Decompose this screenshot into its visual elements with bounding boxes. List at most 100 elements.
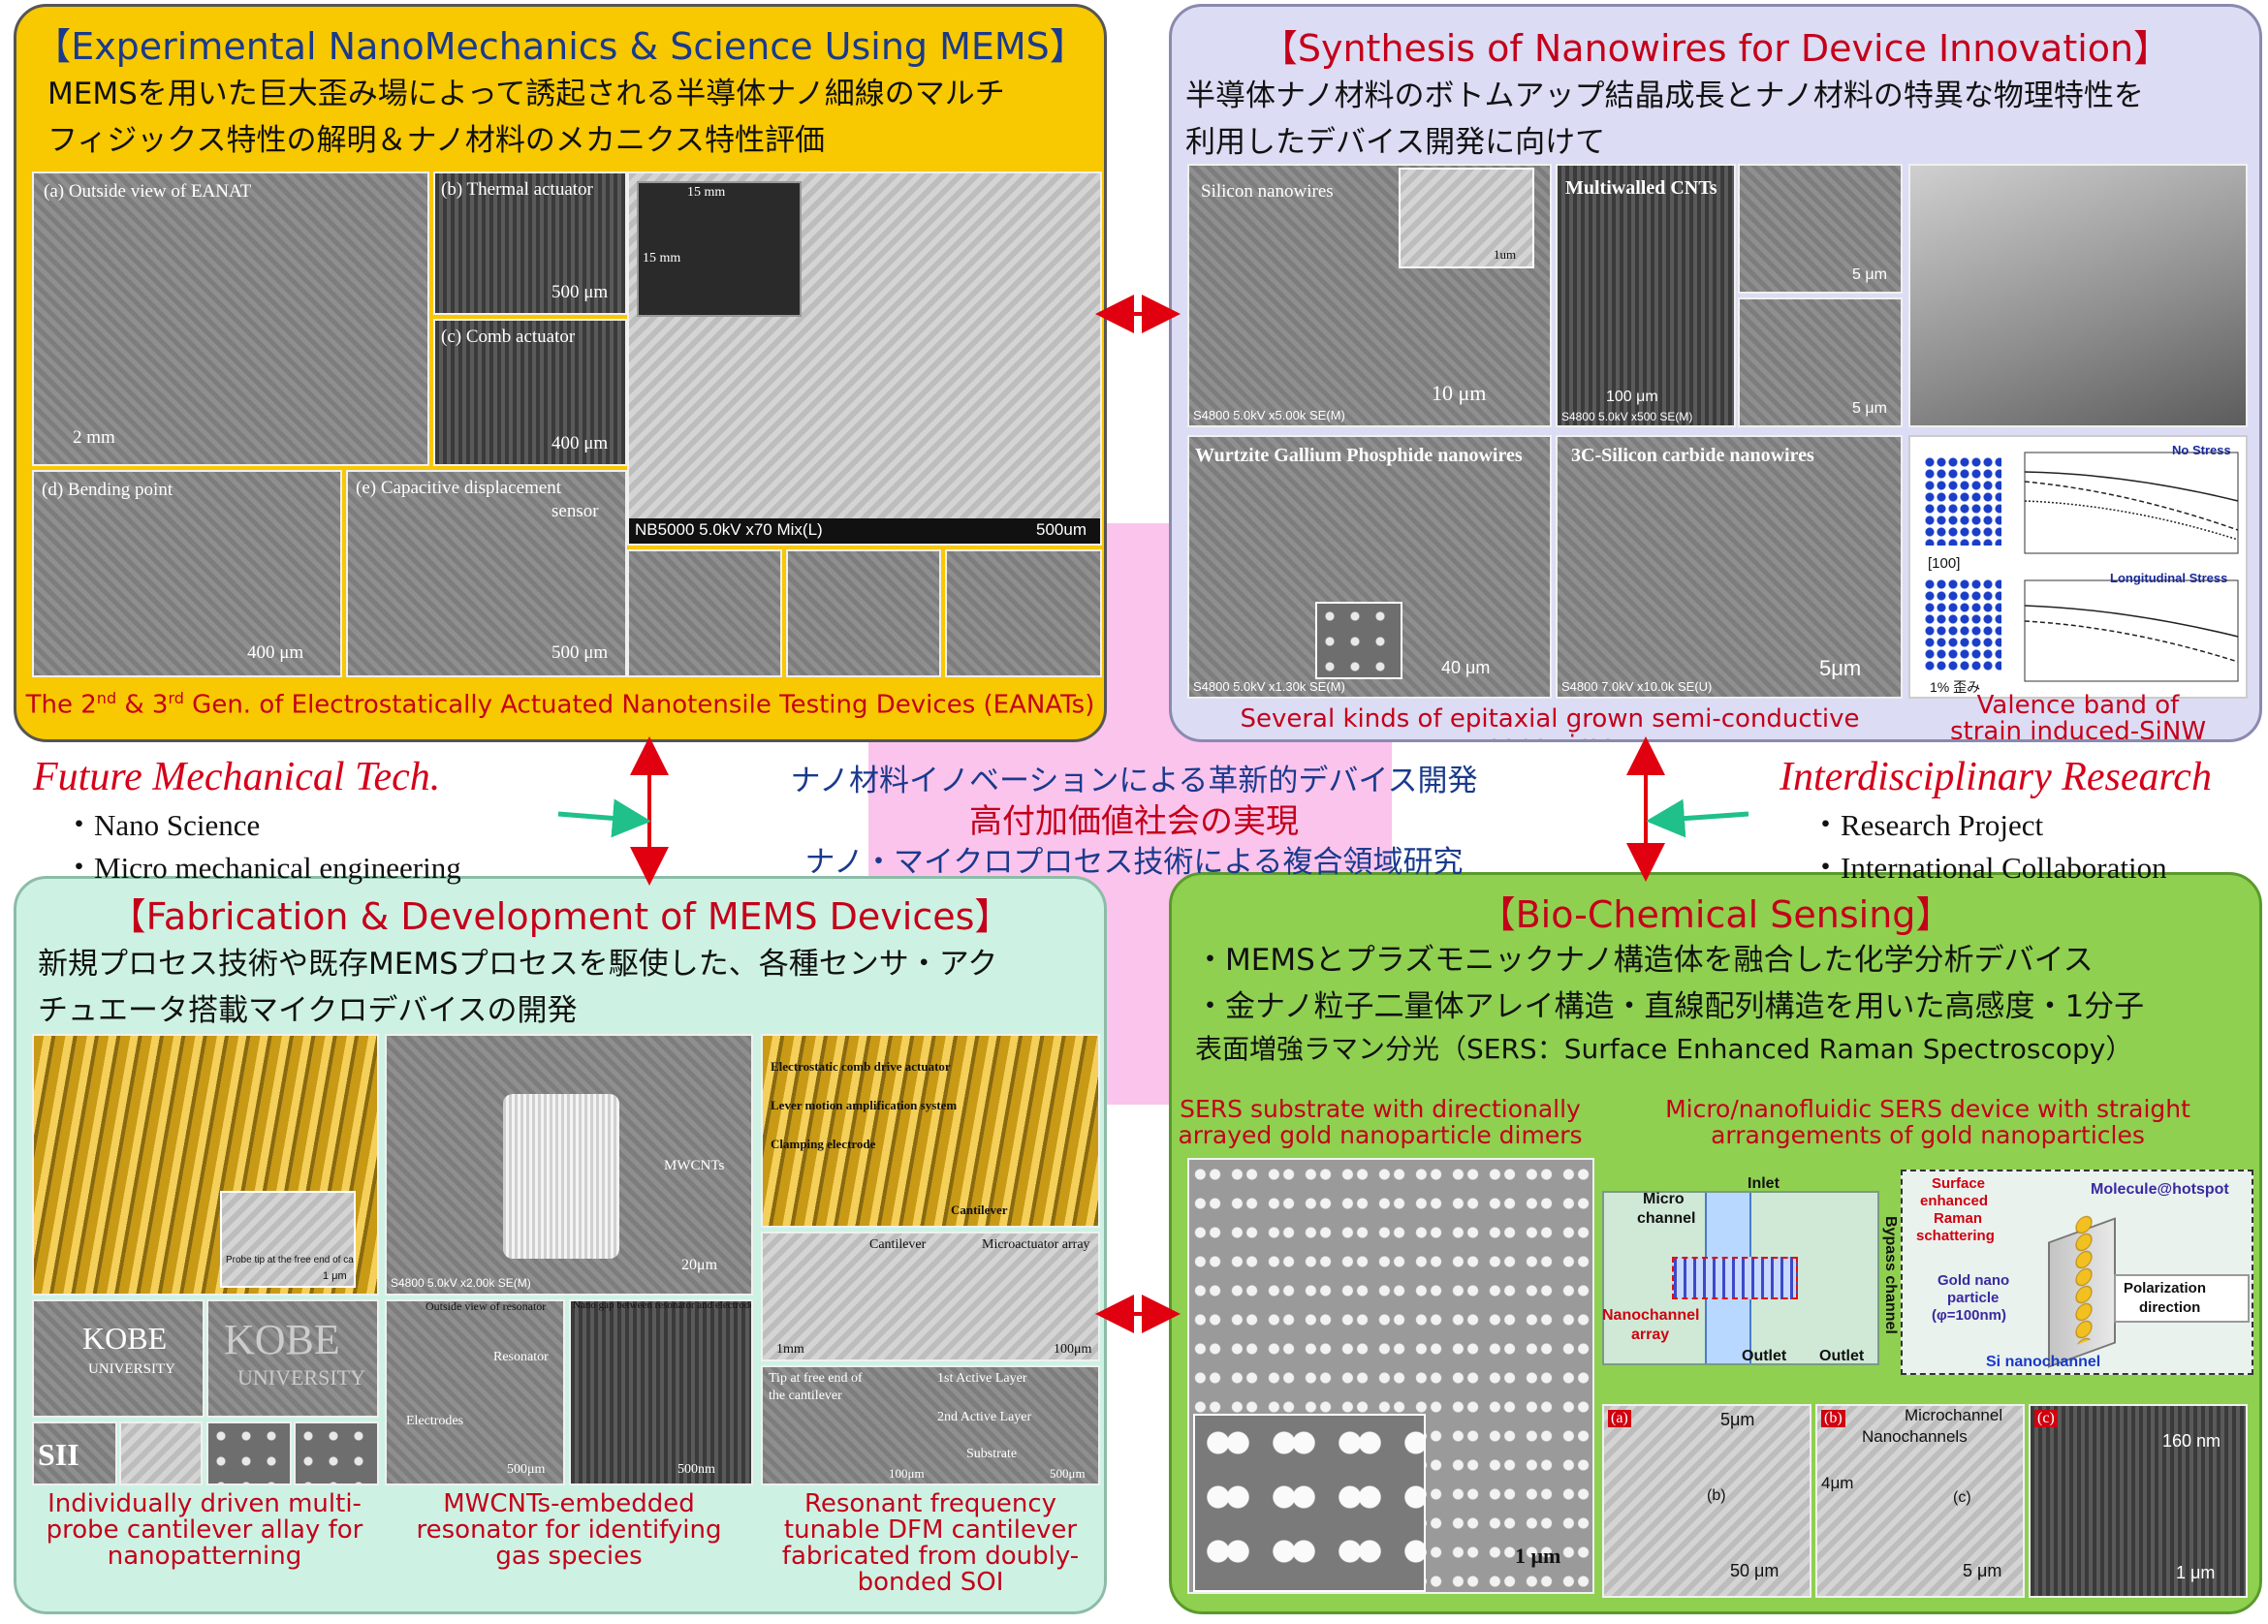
lattice-unstrained bbox=[1924, 456, 2001, 546]
image-label: the cantilever bbox=[769, 1389, 842, 1403]
sem-info: S4800 5.0kV x2.00k SE(M) bbox=[391, 1276, 531, 1290]
right-side-item: ・International Collaboration bbox=[1811, 851, 2167, 885]
diagram-label: array bbox=[1631, 1327, 1670, 1343]
microchannel-diagram bbox=[1602, 1191, 1879, 1365]
panel-title: 【Fabrication & Development of MEMS Devic… bbox=[109, 895, 1012, 938]
bending-point-image: (d) Bending point 400 μm bbox=[32, 470, 342, 677]
dfm-cantilever-chip-photo: Electrostatic comb drive actuator Lever … bbox=[761, 1034, 1100, 1228]
image-label: Nano gap between resonator and electrode bbox=[573, 1299, 753, 1311]
pattern-text: SII bbox=[38, 1437, 79, 1472]
polarization-box: Polarization direction bbox=[2114, 1274, 2250, 1323]
diagram-label: Bypass channel bbox=[1882, 1216, 1899, 1334]
image-label: Cantilever bbox=[951, 1202, 1008, 1217]
image-label: 3C-Silicon carbide nanowires bbox=[1571, 445, 1814, 466]
zoom-marker: (b) bbox=[1707, 1487, 1726, 1504]
gen3-detail-image-2 bbox=[786, 549, 941, 677]
diagram-label: Surface bbox=[1932, 1175, 1986, 1192]
scale-label: 2 mm bbox=[73, 427, 115, 448]
image-label: (c) Comb actuator bbox=[441, 327, 576, 347]
eanat-outside-view-image: (a) Outside view of EANAT 2 mm bbox=[32, 172, 429, 466]
image-label: Cantilever bbox=[869, 1237, 927, 1252]
scale-label: 1mm bbox=[776, 1342, 804, 1357]
diagram-label: Nanochannel bbox=[1602, 1307, 1700, 1324]
dimer-zoom-inset bbox=[1193, 1414, 1426, 1592]
image-label: Probe tip at the free end of cantilever bbox=[226, 1255, 354, 1265]
sub-caption: Micro/nanofluidic SERS device with strai… bbox=[1665, 1095, 2190, 1149]
single-nanowire-inset: 1um bbox=[1399, 168, 1534, 268]
image-label: (b) bbox=[1821, 1410, 1845, 1427]
diagram-label: Si nanochannel bbox=[1986, 1354, 2101, 1370]
pattern-text: KOBE bbox=[224, 1316, 340, 1363]
sers-device-sem-c: (c) 160 nm 1 μm bbox=[2029, 1404, 2248, 1598]
description-line: ・金ナノ粒子二量体アレイ構造・直線配列構造を用いた高感度・1分子 bbox=[1195, 989, 2145, 1024]
image-label: (e) Capacitive displacement bbox=[356, 478, 562, 498]
scale-label: 1 μm bbox=[2176, 1563, 2216, 1582]
mwcnt-detail-image-1: 5 μm bbox=[1738, 164, 1903, 294]
panel-title: 【Bio-Chemical Sensing】 bbox=[1478, 893, 1953, 936]
cantilever-tip-image: Tip at free end of the cantilever 1st Ac… bbox=[761, 1365, 1100, 1485]
image-label: Clamping electrode bbox=[771, 1137, 876, 1151]
scale-label: 5 μm bbox=[1852, 400, 1887, 417]
panel-caption: Several kinds of epitaxial grown semi-co… bbox=[1240, 704, 1860, 740]
sem-info: S4800 5.0kV x500 SE(M) bbox=[1561, 410, 1693, 423]
image-label: (c) bbox=[2034, 1410, 2058, 1427]
image-label: (b) Thermal actuator bbox=[441, 179, 593, 200]
scale-label: 100μm bbox=[1054, 1342, 1092, 1357]
sem-info-bar: NB5000 5.0kV x70 Mix(L) 500um bbox=[629, 518, 1100, 544]
diagram-label: Micro bbox=[1643, 1191, 1685, 1207]
gap-top-view-inset bbox=[1315, 602, 1402, 679]
panel-experimental-nanomechanics: 【Experimental NanoMechanics & Science Us… bbox=[14, 4, 1107, 742]
image-label: 2nd Active Layer bbox=[937, 1410, 1032, 1424]
chart-label: No Stress bbox=[2172, 443, 2231, 457]
image-label: Microchannel bbox=[1905, 1406, 2003, 1424]
center-line-2: 高付加価値社会の実現 bbox=[969, 802, 1299, 841]
dot-pattern-image-1 bbox=[206, 1421, 292, 1485]
description-line: MEMSを用いた巨大歪み場によって誘起される半導体ナノ細線のマルチ bbox=[47, 77, 1005, 111]
diagram-label: Molecule@hotspot bbox=[2091, 1181, 2229, 1198]
panel-caption: Individually driven multi- probe cantile… bbox=[46, 1489, 363, 1571]
panel-caption: Resonant frequency tunable DFM cantileve… bbox=[781, 1489, 1080, 1597]
panel-caption: The 2nd & 3rd Gen. of Electrostatically … bbox=[25, 689, 1095, 720]
image-label: Silicon nanowires bbox=[1201, 181, 1334, 202]
strain-label: 1% 歪み bbox=[1930, 679, 1981, 695]
image-label: 1st Active Layer bbox=[937, 1371, 1027, 1386]
arrow-left-feed bbox=[557, 798, 651, 838]
description-line: 表面増強ラマン分光（SERS：Surface Enhanced Raman Sp… bbox=[1195, 1033, 2133, 1065]
dot-pattern-image-2 bbox=[294, 1421, 379, 1485]
diagram-label: direction bbox=[2139, 1299, 2201, 1316]
valence-band-chart: [100] 1% 歪み No Stress Longitudinal Stres… bbox=[1908, 435, 2248, 699]
scale-label: 5μm bbox=[1819, 656, 1862, 680]
diagram-label: (φ=100nm) bbox=[1932, 1307, 2007, 1324]
description-line: 半導体ナノ材料のボトムアップ結晶成長とナノ材料の特異な物理特性を bbox=[1185, 78, 2144, 113]
mwcnt-block bbox=[503, 1094, 619, 1259]
scale-label: 400 μm bbox=[247, 642, 304, 663]
scale-label: 500 μm bbox=[551, 282, 609, 302]
scale-label: 500um bbox=[1036, 520, 1087, 539]
scale-label: 5μm bbox=[1720, 1410, 1755, 1429]
gen3-detail-image-3 bbox=[945, 549, 1102, 677]
left-side-heading: Future Mechanical Tech. bbox=[33, 755, 441, 799]
panel-caption: MWCNTs-embedded resonator for identifyin… bbox=[416, 1489, 722, 1571]
diagram-label: Outlet bbox=[1742, 1348, 1787, 1364]
scale-label: 5 μm bbox=[1852, 266, 1887, 283]
gap-nanowires-image: Wurtzite Gallium Phosphide nanowires 40 … bbox=[1187, 435, 1552, 699]
scale-label: 20μm bbox=[681, 1257, 718, 1273]
scale-label: 500 μm bbox=[551, 642, 609, 663]
sii-pattern-image: SII bbox=[32, 1421, 117, 1485]
multi-probe-cantilever-image: Probe tip at the free end of cantilever … bbox=[32, 1034, 379, 1296]
nano-gap-image: Nano gap between resonator and electrode… bbox=[569, 1299, 753, 1485]
capacitive-sensor-image: (e) Capacitive displacement sensor 500 μ… bbox=[346, 470, 627, 677]
kobe-pattern-image-2: KOBE UNIVERSITY bbox=[206, 1299, 379, 1418]
lattice-strained bbox=[1924, 578, 2001, 671]
chip-photo-inset: 15 mm 15 mm bbox=[637, 181, 802, 317]
thermal-actuator-image: (b) Thermal actuator 500 μm bbox=[433, 172, 627, 315]
pattern-text: UNIVERSITY bbox=[237, 1365, 365, 1390]
scale-label: 100μm bbox=[889, 1466, 925, 1481]
image-label: Tip at free end of bbox=[769, 1371, 863, 1386]
image-label: Microactuator array bbox=[982, 1237, 1090, 1252]
image-label: Substrate bbox=[966, 1447, 1018, 1461]
gold-dimer-array-image: 1 μm bbox=[1187, 1158, 1594, 1594]
chip-dimension: 15 mm bbox=[643, 251, 681, 265]
scale-label: 500nm bbox=[677, 1462, 715, 1477]
pattern-text: KOBE bbox=[82, 1321, 168, 1356]
